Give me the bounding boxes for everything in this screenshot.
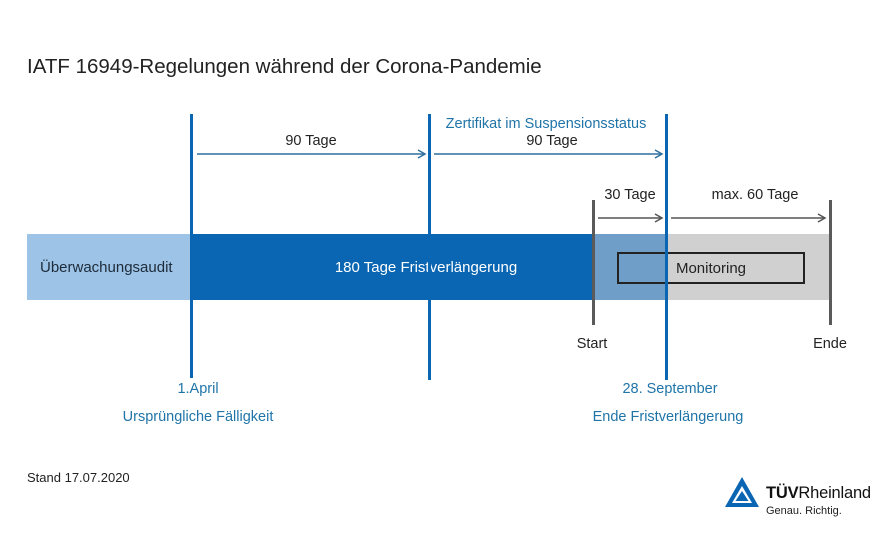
span-max60-label: max. 60 Tage	[711, 187, 799, 203]
arrow-30	[598, 213, 664, 223]
marker-line-september	[665, 114, 668, 380]
suspension-label: Zertifikat im Suspensionsstatus	[445, 116, 647, 132]
span-90-first-label: 90 Tage	[285, 133, 337, 149]
segment-overlap	[594, 234, 668, 300]
logo-rest-part: Rheinland	[798, 484, 871, 502]
arrow-max60	[671, 213, 827, 223]
desc-april-label: Ursprüngliche Fälligkeit	[122, 409, 274, 425]
segment-fristverlaengerung	[192, 234, 594, 300]
page-title: IATF 16949-Regelungen während der Corona…	[27, 55, 542, 78]
desc-september-label: Ende Fristverlängerung	[592, 409, 744, 425]
segment-frist-label: 180 Tage Fristverlängerung	[334, 259, 518, 276]
span-30-label: 30 Tage	[604, 187, 656, 203]
date-september-label: 28. September	[622, 381, 718, 397]
marker-line-90-days	[428, 114, 431, 380]
monitoring-box: Monitoring	[617, 252, 805, 284]
tuev-logo-text: TÜVRheinland	[766, 484, 871, 503]
tuev-tagline: Genau. Richtig.	[766, 505, 842, 517]
arrow-90-second	[434, 149, 664, 159]
segment-ueberwachungsaudit	[27, 234, 192, 300]
marker-ende-label: Ende	[813, 336, 847, 352]
monitoring-label: Monitoring	[675, 259, 747, 277]
marker-line-april	[190, 114, 193, 378]
span-90-second-label: 90 Tage	[526, 133, 578, 149]
arrow-90-first	[197, 149, 427, 159]
marker-start-label: Start	[576, 336, 608, 352]
segment-ueberwachung-label: Überwachungsaudit	[40, 259, 173, 276]
logo-bold-part: TÜV	[766, 484, 799, 502]
marker-line-ende	[829, 200, 832, 325]
stand-date: Stand 17.07.2020	[27, 470, 130, 485]
date-april-label: 1.April	[177, 381, 219, 397]
tuev-logo-icon	[725, 477, 759, 507]
marker-line-start	[592, 200, 595, 325]
